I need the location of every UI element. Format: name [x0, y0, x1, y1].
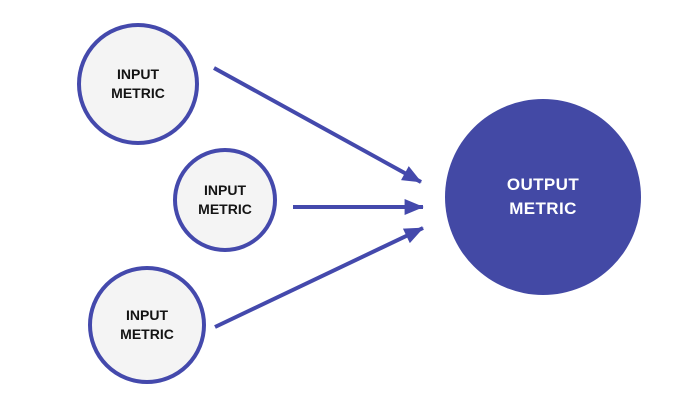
input-metric-label-1: INPUT METRIC	[111, 65, 165, 101]
input-metric-node-3: INPUT METRIC	[88, 266, 206, 384]
output-metric-node: OUTPUT METRIC	[445, 99, 641, 295]
arrow-input-3-to-output	[214, 226, 424, 329]
input-metric-label-3: INPUT METRIC	[120, 306, 174, 342]
output-metric-label: OUTPUT METRIC	[506, 175, 580, 218]
arrow-input-1-to-output	[213, 66, 422, 184]
input-metric-label-2: INPUT METRIC	[198, 181, 252, 217]
input-metric-node-2: INPUT METRIC	[173, 148, 277, 252]
input-metric-node-1: INPUT METRIC	[77, 23, 199, 145]
